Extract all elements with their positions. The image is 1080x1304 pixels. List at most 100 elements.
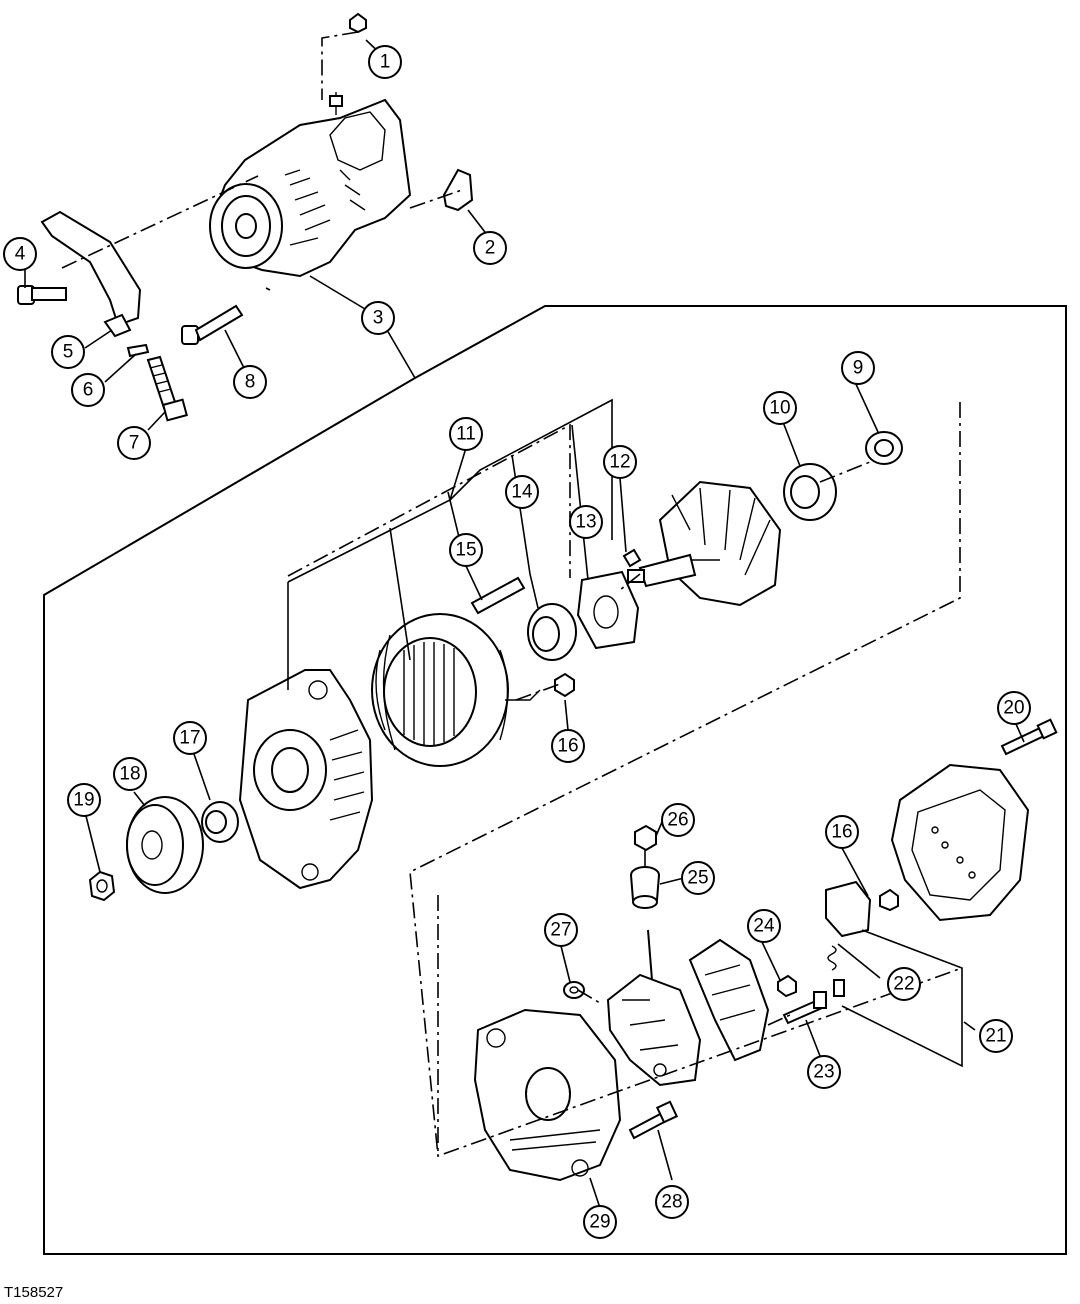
part-28-bolt <box>628 1100 679 1140</box>
svg-text:5: 5 <box>63 342 74 363</box>
part-2-connector <box>442 168 474 212</box>
callout-3: 3 <box>361 301 395 335</box>
part-24-screw <box>777 974 797 998</box>
part-23-screw <box>782 991 827 1025</box>
svg-text:9: 9 <box>853 358 864 379</box>
part-12-screw <box>622 548 642 568</box>
svg-text:16: 16 <box>831 822 852 843</box>
detail-box-outline <box>43 305 1067 1255</box>
callout-23: 23 <box>807 1055 841 1089</box>
svg-text:7: 7 <box>129 433 140 454</box>
svg-text:19: 19 <box>73 790 94 811</box>
regulator-connector <box>825 880 872 938</box>
part-6-pin <box>126 343 150 358</box>
svg-text:1: 1 <box>380 52 391 73</box>
part-19-nut <box>88 870 116 902</box>
callout-27: 27 <box>544 913 578 947</box>
svg-text:24: 24 <box>753 916 775 937</box>
callout-21: 21 <box>979 1019 1013 1053</box>
part-18-pulley <box>126 796 204 894</box>
part-8-bolt <box>181 304 244 345</box>
part-13-plate <box>576 570 640 650</box>
callout-25: 25 <box>681 861 715 895</box>
callout-14: 14 <box>505 475 539 509</box>
callout-15: 15 <box>449 533 483 567</box>
callout-16b: 16 <box>825 815 859 849</box>
part-16-nut <box>554 672 575 698</box>
svg-text:10: 10 <box>769 398 790 419</box>
svg-text:18: 18 <box>119 764 140 785</box>
part-20-bolt <box>1000 718 1058 756</box>
part-27-washer <box>563 981 585 999</box>
part-4-bolt <box>17 285 67 305</box>
svg-text:11: 11 <box>456 424 476 445</box>
callout-24: 24 <box>747 909 781 943</box>
svg-text:6: 6 <box>83 380 94 401</box>
callout-9: 9 <box>841 351 875 385</box>
callout-16: 16 <box>551 729 585 763</box>
svg-text:25: 25 <box>687 868 708 889</box>
alternator-assembly <box>208 92 412 278</box>
rear-cover <box>890 763 1030 922</box>
svg-text:17: 17 <box>179 728 200 749</box>
rotor <box>627 480 782 607</box>
svg-text:13: 13 <box>575 512 596 533</box>
callout-13: 13 <box>569 505 603 539</box>
svg-text:26: 26 <box>667 810 688 831</box>
svg-text:4: 4 <box>15 244 26 265</box>
leader-lines <box>24 39 1025 1209</box>
part-9-seal <box>865 431 903 465</box>
callout-7: 7 <box>117 426 151 460</box>
part-1-nut <box>349 12 367 34</box>
callout-12: 12 <box>603 445 637 479</box>
callout-20: 20 <box>997 691 1031 725</box>
callout-1: 1 <box>368 45 402 79</box>
callout-22: 22 <box>887 967 921 1001</box>
part-25-insulator <box>630 866 660 909</box>
callout-6: 6 <box>71 373 105 407</box>
part-26-nut <box>634 824 657 852</box>
stator <box>371 613 541 767</box>
svg-text:15: 15 <box>455 540 476 561</box>
svg-text:2: 2 <box>485 238 496 259</box>
part-7-bolt <box>146 355 188 422</box>
svg-text:16: 16 <box>557 736 578 757</box>
part-14-bearing <box>527 603 577 661</box>
svg-text:12: 12 <box>609 452 630 473</box>
callout-4: 4 <box>3 237 37 271</box>
part-29-end-frame <box>473 1008 622 1182</box>
callout-29: 29 <box>583 1205 617 1239</box>
brush <box>833 979 845 997</box>
callout-19: 19 <box>67 783 101 817</box>
callout-26: 26 <box>661 803 695 837</box>
callout-10: 10 <box>763 391 797 425</box>
svg-text:21: 21 <box>985 1026 1006 1047</box>
part-17-spacer <box>201 801 239 843</box>
callout-28: 28 <box>655 1185 689 1219</box>
drive-end-frame <box>238 669 374 890</box>
part-16b-nut <box>879 888 899 912</box>
svg-text:14: 14 <box>511 482 533 503</box>
brush-holder <box>688 938 770 1062</box>
svg-text:20: 20 <box>1003 698 1024 719</box>
svg-text:3: 3 <box>373 308 384 329</box>
callout-11: 11 <box>449 417 483 451</box>
part-15-stud <box>470 576 526 615</box>
callout-2: 2 <box>473 231 507 265</box>
callout-8: 8 <box>233 365 267 399</box>
part-10-bearing <box>783 463 837 521</box>
callout-5: 5 <box>51 335 85 369</box>
svg-text:28: 28 <box>661 1192 682 1213</box>
bracket <box>40 210 142 327</box>
figure-id: T158527 <box>4 1284 64 1301</box>
svg-text:8: 8 <box>245 372 256 393</box>
callout-18: 18 <box>113 757 147 791</box>
svg-text:22: 22 <box>893 974 914 995</box>
svg-text:27: 27 <box>550 920 571 941</box>
svg-text:29: 29 <box>589 1212 610 1233</box>
callout-17: 17 <box>173 721 207 755</box>
rectifier <box>606 929 702 1087</box>
part-22-spring <box>827 945 837 971</box>
svg-text:23: 23 <box>813 1062 834 1083</box>
